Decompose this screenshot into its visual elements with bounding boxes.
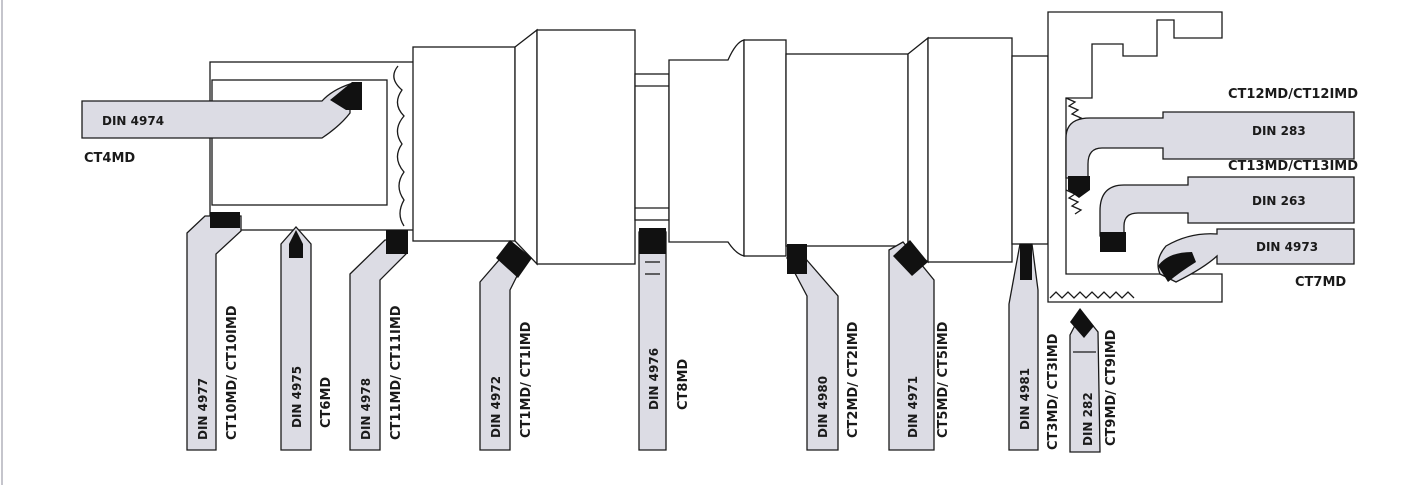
tool-din-label: DIN 4977 <box>196 378 210 440</box>
tool-ct-label: CT5MD/ CT5IMD <box>936 321 951 438</box>
workpiece-section-4 <box>785 53 909 247</box>
tool-ct-label: CT6MD <box>319 377 334 428</box>
tool-shank <box>81 83 351 139</box>
tool-din-label: DIN 282 <box>1081 392 1095 446</box>
tool-shank <box>785 257 839 451</box>
workpiece-section-2 <box>536 29 636 265</box>
tool-insert <box>210 212 240 228</box>
tool-ct-label: CT10MD/ CT10IMD <box>225 305 240 440</box>
workpiece-end-inner <box>211 79 388 206</box>
tool-din-282: DIN 282 CT9MD/ CT9IMD <box>1069 308 1119 453</box>
workpiece <box>209 11 1223 303</box>
tool-din-4977: DIN 4977 CT10MD/ CT10IMD <box>186 212 242 451</box>
tool-shank <box>888 241 935 451</box>
tool-din-4976: DIN 4976 CT8MD <box>638 228 691 451</box>
tool-insert <box>289 230 303 258</box>
tool-din-4972: DIN 4972 CT1MD/ CT1IMD <box>479 240 534 451</box>
tool-din-4981: DIN 4981 CT3MD/ CT3IMD <box>1008 243 1061 451</box>
tool-shank <box>1099 176 1355 237</box>
tool-din-label: DIN 4974 <box>102 114 164 128</box>
tool-din-label: DIN 4978 <box>359 378 373 440</box>
tool-din-4971: DIN 4971 CT5MD/ CT5IMD <box>888 240 951 451</box>
workpiece-bore-housing <box>1047 11 1223 303</box>
tool-insert <box>496 240 532 278</box>
workpiece-fillet-section <box>668 39 745 257</box>
tool-din-4974: DIN 4974 CT4MD <box>81 82 362 166</box>
workpiece-neck <box>1011 55 1049 245</box>
tool-insert <box>386 230 408 254</box>
tool-din-label: DIN 4975 <box>290 366 304 428</box>
workpiece-chamfer-1 <box>514 28 538 266</box>
tool-insert <box>1020 244 1032 280</box>
tool-shank <box>280 226 312 451</box>
tool-din-label: DIN 4971 <box>906 376 920 438</box>
tool-din-283: DIN 283 CT12MD/CT12IMD <box>1065 87 1358 198</box>
tool-ct-label: CT2MD/ CT2IMD <box>846 321 861 438</box>
tool-insert <box>1100 232 1126 252</box>
tool-din-4980: DIN 4980 CT2MD/ CT2IMD <box>785 244 861 451</box>
tool-insert <box>1070 308 1094 338</box>
tool-din-label: DIN 4980 <box>816 376 830 438</box>
workpiece-section-3 <box>743 39 787 257</box>
tool-din-label: DIN 263 <box>1252 194 1306 208</box>
tool-din-label: DIN 4973 <box>1256 240 1318 254</box>
tool-shank <box>638 231 667 451</box>
workpiece-section-1 <box>412 46 516 242</box>
workpiece-groove <box>634 73 670 221</box>
tool-insert <box>787 244 807 274</box>
tool-insert <box>1158 252 1196 282</box>
tool-din-4975: DIN 4975 CT6MD <box>280 226 334 451</box>
tool-ct-label: CT3MD/ CT3IMD <box>1046 333 1061 450</box>
tool-insert <box>1068 176 1090 198</box>
tool-shank <box>1157 228 1355 283</box>
tool-din-label: DIN 4976 <box>647 348 661 410</box>
tool-ct-label: CT4MD <box>84 151 135 166</box>
tool-din-4973: DIN 4973 CT7MD <box>1157 228 1355 290</box>
tool-ct-label: CT8MD <box>676 359 691 410</box>
tool-din-label: DIN 4981 <box>1018 368 1032 430</box>
tool-ct-label: CT9MD/ CT9IMD <box>1104 329 1119 446</box>
tool-insert <box>639 228 666 254</box>
workpiece-end-block <box>209 61 416 231</box>
thread-bottom <box>1049 291 1135 299</box>
tool-insert <box>893 240 928 276</box>
tool-din-4978: DIN 4978 CT11MD/ CT11IMD <box>349 230 408 451</box>
tool-ct-label: CT11MD/ CT11IMD <box>389 305 404 440</box>
tool-ct-label: CT12MD/CT12IMD <box>1228 87 1358 102</box>
workpiece-section-5 <box>927 37 1013 263</box>
tool-din-label: DIN 283 <box>1252 124 1306 138</box>
tool-din-label: DIN 4972 <box>489 376 503 438</box>
workpiece-chamfer-2 <box>907 36 929 264</box>
tool-insert <box>330 82 362 110</box>
tool-shank <box>1065 111 1355 179</box>
tool-ct-label: CT1MD/ CT1IMD <box>519 321 534 438</box>
workpiece-break-line <box>393 65 405 227</box>
tool-din-263: DIN 263 CT13MD/CT13IMD <box>1099 159 1358 252</box>
tool-ct-label: CT13MD/CT13IMD <box>1228 159 1358 174</box>
tool-ct-label: CT7MD <box>1295 275 1346 290</box>
